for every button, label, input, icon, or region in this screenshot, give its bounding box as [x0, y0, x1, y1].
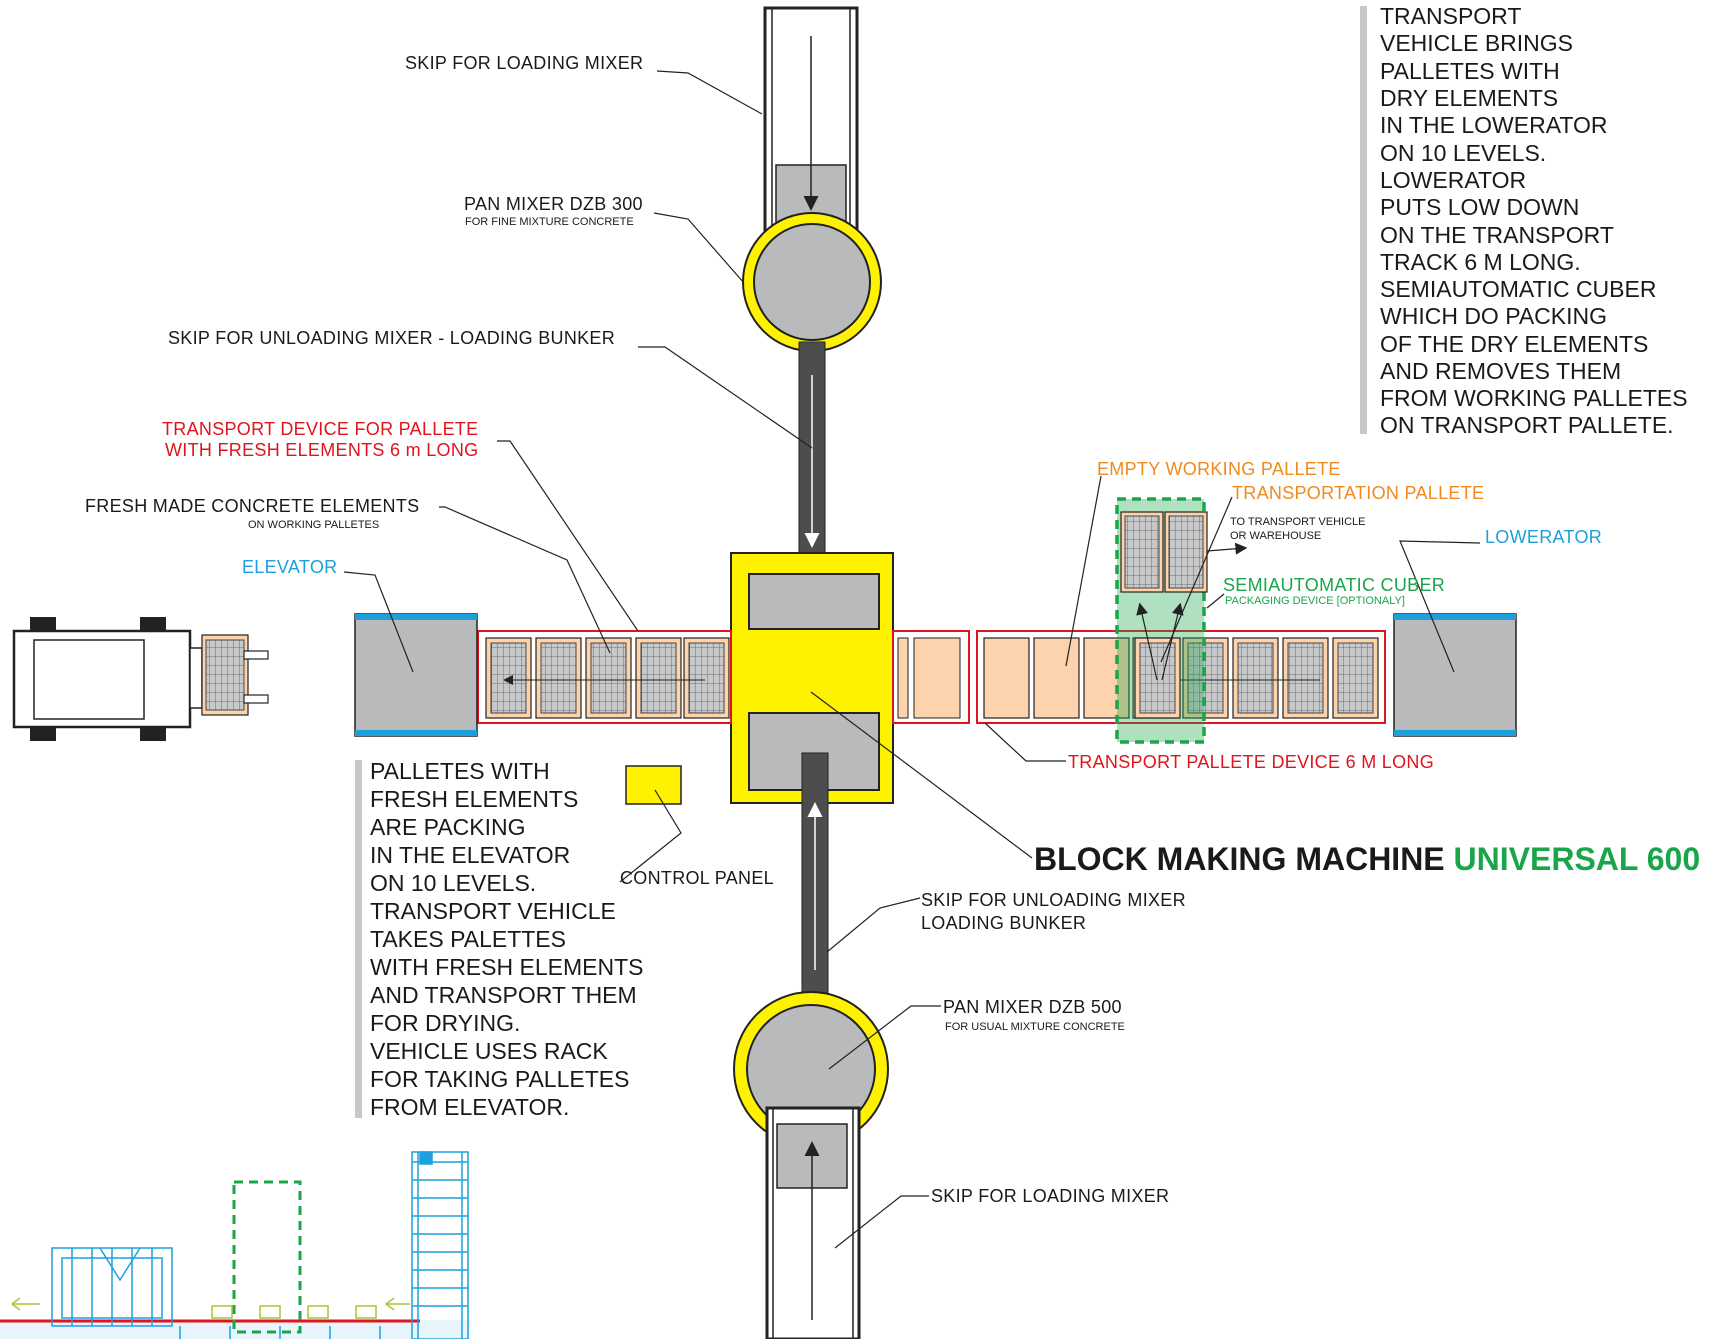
- label-transportation-pallete: TRANSPORTATION PALLETE: [1232, 483, 1484, 503]
- note-line: TRACK 6 M LONG.: [1380, 249, 1581, 275]
- label-cuber-sub: PACKAGING DEVICE [OPTIONALY]: [1225, 595, 1405, 607]
- dry-pallet: [1332, 637, 1379, 719]
- fresh-pallet: [635, 637, 682, 719]
- pan-mixer-dzb-300: [742, 212, 882, 352]
- note-line: TAKES PALETTES: [370, 926, 566, 952]
- note-line: FROM ELEVATOR.: [370, 1094, 569, 1120]
- bottom-skip-loading-mixer: [765, 1106, 861, 1339]
- label-to-transport-2: OR WAREHOUSE: [1230, 530, 1321, 542]
- machine-title: BLOCK MAKING MACHINE UNIVERSAL 600: [1034, 841, 1700, 877]
- note-line: TRANSPORT VEHICLE: [370, 898, 616, 924]
- note-line: VEHICLE USES RACK: [370, 1038, 608, 1064]
- dry-pallet: [1282, 637, 1329, 719]
- note-line: WHICH DO PACKING: [1380, 303, 1607, 329]
- label-pan-mixer-500-sub: FOR USUAL MIXTURE CONCRETE: [945, 1021, 1125, 1033]
- transportation-pallet: [1120, 511, 1208, 593]
- note-line: ON TRANSPORT PALLETE.: [1380, 412, 1674, 438]
- fresh-pallet: [683, 637, 730, 719]
- label-skip-unloading-bottom-2: LOADING BUNKER: [921, 913, 1086, 933]
- control-panel: [625, 765, 682, 805]
- note-line: SEMIAUTOMATIC CUBER: [1380, 276, 1656, 302]
- machine-title-main: BLOCK MAKING MACHINE: [1034, 841, 1454, 877]
- note-line: FRESH ELEMENTS: [370, 786, 578, 812]
- semiautomatic-cuber: [1115, 497, 1248, 744]
- label-skip-unloading-bottom-1: SKIP FOR UNLOADING MIXER: [921, 890, 1186, 910]
- label-control-panel: CONTROL PANEL: [620, 868, 774, 888]
- label-to-transport-1: TO TRANSPORT VEHICLE: [1230, 516, 1366, 528]
- right-note-text: TRANSPORT VEHICLE BRINGS PALLETES WITH D…: [1380, 3, 1688, 438]
- transport-vehicle: [12, 617, 269, 741]
- left-note-text: PALLETES WITH FRESH ELEMENTS ARE PACKING…: [370, 758, 643, 1120]
- label-lowerator: LOWERATOR: [1485, 527, 1602, 547]
- leader-lines: [343, 70, 1481, 1249]
- note-line: PALLETES WITH: [1380, 58, 1560, 84]
- label-skip-loading-bottom: SKIP FOR LOADING MIXER: [931, 1186, 1169, 1206]
- label-elevator: ELEVATOR: [242, 557, 337, 577]
- note-line: IN THE ELEVATOR: [370, 842, 570, 868]
- note-line: FOR DRYING.: [370, 1010, 520, 1036]
- cuber-pallet-under: [1134, 637, 1181, 719]
- machine-output-conveyor: [892, 630, 970, 724]
- label-fresh-made-sub: ON WORKING PALLETES: [248, 519, 379, 531]
- side-view-blueprint: [0, 1151, 470, 1339]
- note-line: DRY ELEMENTS: [1380, 85, 1558, 111]
- dry-pallet: [1232, 637, 1279, 719]
- fresh-pallet: [535, 637, 582, 719]
- note-line: ON THE TRANSPORT: [1380, 222, 1614, 248]
- note-line: ARE PACKING: [370, 814, 526, 840]
- note-line: VEHICLE BRINGS: [1380, 30, 1573, 56]
- label-cuber: SEMIAUTOMATIC CUBER: [1223, 575, 1445, 595]
- note-line: OF THE DRY ELEMENTS: [1380, 331, 1648, 357]
- label-fresh-made: FRESH MADE CONCRETE ELEMENTS: [85, 496, 419, 516]
- right-note-bar: [1360, 6, 1367, 434]
- left-note-bar: [355, 760, 362, 1118]
- fresh-pallet: [585, 637, 632, 719]
- left-fresh-elements-conveyor: [477, 630, 732, 724]
- note-line: PUTS LOW DOWN: [1380, 194, 1579, 220]
- note-line: AND TRANSPORT THEM: [370, 982, 637, 1008]
- note-line: LOWERATOR: [1380, 167, 1526, 193]
- bottom-skip-unloading-mixer: [801, 752, 829, 1004]
- note-line: TRANSPORT: [1380, 3, 1521, 29]
- note-line: ON 10 LEVELS.: [1380, 140, 1546, 166]
- note-line: WITH FRESH ELEMENTS: [370, 954, 643, 980]
- note-line: IN THE LOWERATOR: [1380, 112, 1607, 138]
- fresh-pallet: [485, 637, 532, 719]
- label-transport-pallete-device: TRANSPORT PALLETE DEVICE 6 M LONG: [1068, 752, 1434, 772]
- label-empty-working-pallete: EMPTY WORKING PALLETE: [1097, 459, 1341, 479]
- note-line: FOR TAKING PALLETES: [370, 1066, 629, 1092]
- machine-title-model: UNIVERSAL 600: [1454, 841, 1701, 877]
- label-pan-mixer-500: PAN MIXER DZB 500: [943, 997, 1122, 1017]
- note-line: ON 10 LEVELS.: [370, 870, 536, 896]
- label-pan-mixer-300-sub: FOR FINE MIXTURE CONCRETE: [465, 216, 634, 228]
- lowerator: [1393, 613, 1517, 737]
- label-skip-loading-top: SKIP FOR LOADING MIXER: [405, 53, 643, 73]
- label-skip-unloading-top: SKIP FOR UNLOADING MIXER - LOADING BUNKE…: [168, 328, 615, 348]
- note-line: AND REMOVES THEM: [1380, 358, 1621, 384]
- note-line: PALLETES WITH: [370, 758, 550, 784]
- note-line: FROM WORKING PALLETES: [1380, 385, 1688, 411]
- label-transport-device-1: TRANSPORT DEVICE FOR PALLETE: [162, 419, 478, 439]
- label-transport-device-2: WITH FRESH ELEMENTS 6 m LONG: [165, 440, 478, 460]
- label-pan-mixer-300: PAN MIXER DZB 300: [464, 194, 643, 214]
- elevator: [354, 613, 478, 737]
